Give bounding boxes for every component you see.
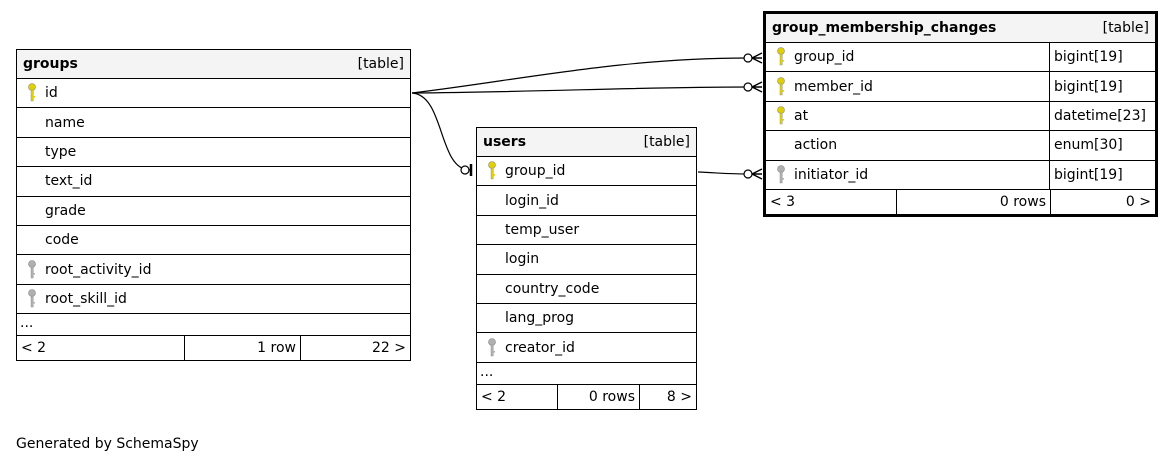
column-name: at [794,107,809,124]
column-row[interactable]: at datetime[23] [766,101,1155,132]
column-name: root_activity_id [45,261,152,278]
column-row[interactable]: id [17,79,410,109]
table-name: group_membership_changes [772,20,997,36]
column-name: code [45,232,79,249]
column-row[interactable]: group_id [477,157,696,187]
column-type: enum[30] [1049,131,1155,160]
column-row[interactable]: code [17,226,410,256]
parents-link[interactable]: < 2 [17,336,185,361]
table-header: users [table] [477,128,696,157]
column-name: lang_prog [505,310,575,327]
foreign-key-icon [477,337,503,359]
edge-end-circle [743,82,753,92]
column-name: name [45,114,85,131]
edge-groups-gmc-member-id [411,86,749,94]
column-row[interactable]: login_id [477,186,696,216]
children-link[interactable]: 8 > [666,388,692,405]
foreign-key-icon [17,259,43,281]
edge-users-gmc-initiator-id [697,171,749,175]
column-row[interactable]: group_id bigint[19] [766,43,1155,73]
column-name: initiator_id [794,166,869,183]
table-group-membership-changes[interactable]: group_membership_changes [table] group_i… [763,11,1158,217]
column-row[interactable]: temp_user [477,216,696,246]
more-columns: ... [17,314,410,337]
column-name: temp_user [505,221,580,238]
primary-key-icon [477,160,503,182]
column-type: bigint[19] [1049,72,1155,101]
edge-end-circle [743,169,753,179]
primary-key-icon [766,76,792,98]
primary-key-icon [766,46,792,68]
column-row[interactable]: member_id bigint[19] [766,72,1155,102]
foreign-key-icon [766,164,792,186]
table-kind: [table] [1102,20,1149,36]
primary-key-icon [17,82,43,104]
edge-groups-users-group-id [411,92,471,171]
crows-foot [751,168,763,180]
column-type: bigint[19] [1049,160,1155,189]
column-name: id [45,85,58,102]
table-footer: < 2 1 row 22 > [17,336,410,361]
column-name: root_skill_id [45,290,127,307]
more-columns: ... [477,363,696,385]
table-header: group_membership_changes [table] [766,14,1155,43]
column-row[interactable]: type [17,138,410,168]
parents-link[interactable]: < 2 [477,384,558,409]
row-count: 1 row [185,336,301,361]
column-row[interactable]: root_skill_id [17,285,410,315]
column-row[interactable]: root_activity_id [17,255,410,285]
primary-key-icon [766,105,792,127]
column-name: login_id [505,192,559,209]
table-footer: < 3 0 rows 0 > [766,189,1155,214]
column-row[interactable]: grade [17,197,410,226]
column-name: creator_id [505,339,575,356]
column-row[interactable]: initiator_id bigint[19] [766,160,1155,190]
column-name: country_code [505,280,600,297]
children-link[interactable]: 0 > [1125,193,1151,210]
edge-end-circle [743,53,753,63]
row-count: 0 rows [897,189,1051,214]
column-row[interactable]: login [477,245,696,275]
crows-foot [751,52,763,64]
column-name: type [45,143,77,160]
edge-end-circle [460,165,470,175]
column-name: group_id [505,163,566,180]
column-name: group_id [794,49,855,66]
children-link[interactable]: 22 > [372,340,406,357]
foreign-key-icon [17,288,43,310]
parents-link[interactable]: < 3 [766,189,897,214]
column-row[interactable]: creator_id [477,333,696,363]
column-row[interactable]: action enum[30] [766,131,1155,161]
column-row[interactable]: country_code [477,275,696,304]
column-name: grade [45,202,86,219]
table-footer: < 2 0 rows 8 > [477,384,696,409]
table-name: users [483,134,527,150]
edge-groups-gmc-group-id [411,57,749,94]
column-name: text_id [45,173,93,190]
crows-foot [751,81,763,93]
table-kind: [table] [643,134,690,150]
table-kind: [table] [357,56,404,72]
column-type: datetime[23] [1049,101,1155,131]
column-name: login [505,251,540,268]
column-name: member_id [794,78,873,95]
column-row[interactable]: text_id [17,167,410,197]
column-name: action [794,137,838,154]
generated-by-credit: Generated by SchemaSpy [16,436,199,452]
column-row[interactable]: lang_prog [477,304,696,334]
column-type: bigint[19] [1049,43,1155,72]
column-row[interactable]: name [17,108,410,138]
table-name: groups [23,56,78,72]
table-header: groups [table] [17,50,410,79]
row-count: 0 rows [558,384,640,409]
